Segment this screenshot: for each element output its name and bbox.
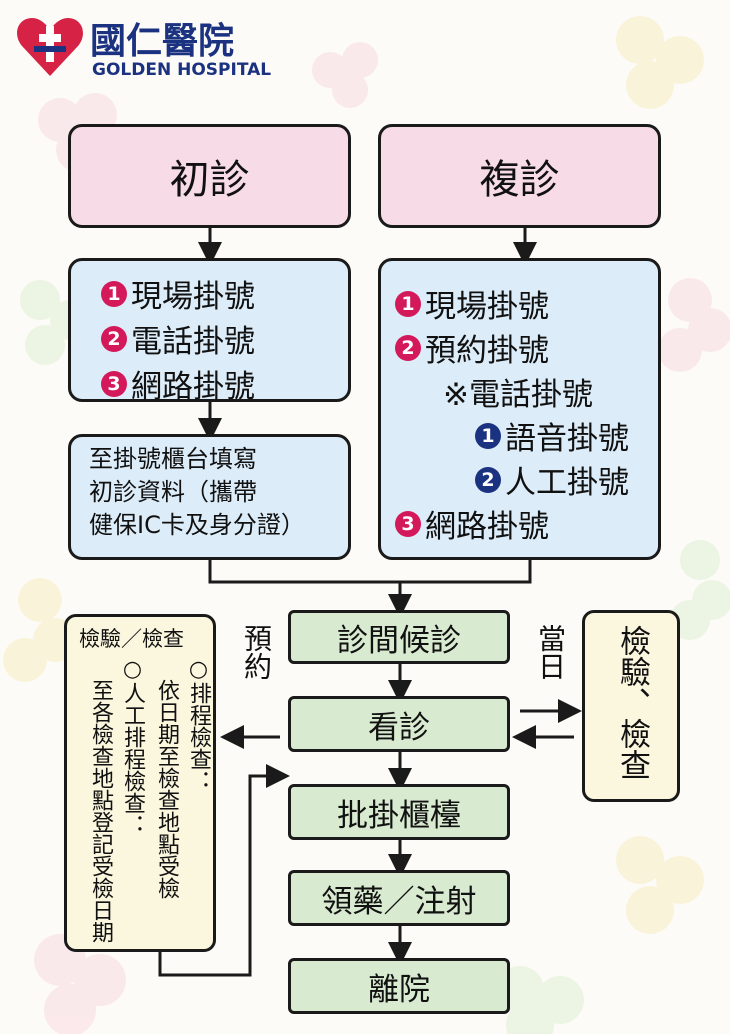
exam-box: 檢驗、檢查 [582, 610, 680, 802]
number-badge: 2 [101, 325, 127, 352]
hospital-name-en: GOLDEN HOSPITAL [92, 60, 272, 80]
phone-option-1: 1 語音掛號 [475, 413, 629, 458]
step-label: 批掛櫃檯 [337, 797, 461, 834]
phone-option-2: 2 人工掛號 [475, 457, 629, 502]
schedule-item-1-head: ○排程檢查： [186, 657, 211, 792]
method-label: 人工掛號 [505, 465, 629, 501]
schedule-item-2-body: 至各檢查地點登記受檢日期 [88, 679, 113, 943]
bullet-icon: ○ [120, 657, 145, 682]
scheduling-box: 檢驗／檢查 ○排程檢查： 依日期至檢查地點受檢 ○人工排程檢查： 至各檢查地點登… [64, 614, 216, 952]
step-label: 診間候診 [337, 622, 461, 659]
method-label: 現場掛號 [131, 279, 255, 315]
number-badge: 1 [475, 422, 501, 449]
number-badge: 2 [475, 466, 501, 493]
first-visit-method-2: 2 電話掛號 [101, 316, 255, 361]
consultation-step: 看診 [288, 696, 510, 752]
first-visit-method-3: 3 網路掛號 [101, 361, 255, 406]
method-label: 語音掛號 [505, 421, 629, 457]
first-visit-methods-box: 1 現場掛號 2 電話掛號 3 網路掛號 [68, 258, 351, 405]
billing-counter-step: 批掛櫃檯 [288, 784, 510, 840]
number-badge: 2 [395, 334, 421, 361]
exam-box-text: 檢驗、檢查 [614, 625, 650, 780]
schedule-item-2-head: ○人工排程檢查： [120, 657, 145, 836]
method-label: 網路掛號 [131, 369, 255, 405]
return-visit-method-3: 3 網路掛號 [395, 501, 549, 546]
waiting-room-step: 診間候診 [288, 610, 510, 664]
step-label: 看診 [368, 709, 430, 746]
medicine-injection-step: 領藥／注射 [288, 870, 510, 926]
number-badge: 3 [101, 370, 127, 397]
first-visit-title: 初診 [169, 157, 250, 203]
return-visit-methods-box: 1 現場掛號 2 預約掛號 ※電話掛號 1 語音掛號 2 人工掛號 3 網路掛號 [378, 258, 661, 560]
step-label: 領藥／注射 [321, 883, 477, 920]
return-visit-method-1: 1 現場掛號 [395, 281, 549, 326]
same-day-label: 當日 [534, 624, 567, 680]
appointment-label: 預約 [240, 624, 273, 680]
first-visit-box: 初診 [68, 124, 351, 228]
note-line-1: 至掛號櫃台填寫 [89, 445, 257, 473]
method-label: 現場掛號 [425, 289, 549, 325]
note-line-2: 初診資料（攜帶 [89, 478, 257, 506]
phone-registration-heading: ※電話掛號 [443, 377, 593, 413]
number-badge: 3 [395, 510, 421, 537]
bullet-icon: ○ [186, 657, 211, 682]
first-visit-note-box: 至掛號櫃台填寫 初診資料（攜帶 健保IC卡及身分證） [68, 434, 351, 560]
method-label: 預約掛號 [425, 333, 549, 369]
method-label: 電話掛號 [131, 324, 255, 360]
first-visit-method-1: 1 現場掛號 [101, 271, 255, 316]
return-visit-box: 複診 [378, 124, 661, 228]
schedule-item-1-body: 依日期至檢查地點受檢 [154, 679, 179, 899]
method-label: 網路掛號 [425, 509, 549, 545]
return-visit-method-2: 2 預約掛號 [395, 325, 549, 370]
scheduling-box-title: 檢驗／檢查 [79, 627, 184, 651]
return-visit-title: 複診 [479, 157, 560, 203]
hospital-name-zh: 國仁醫院 [90, 21, 235, 62]
hospital-logo: 國仁醫院 GOLDEN HOSPITAL [14, 10, 274, 82]
number-badge: 1 [395, 290, 421, 317]
note-line-3: 健保IC卡及身分證） [89, 511, 305, 539]
number-badge: 1 [101, 280, 127, 307]
discharge-step: 離院 [288, 958, 510, 1014]
step-label: 離院 [368, 971, 430, 1008]
hospital-heart-cross-icon [17, 18, 83, 76]
